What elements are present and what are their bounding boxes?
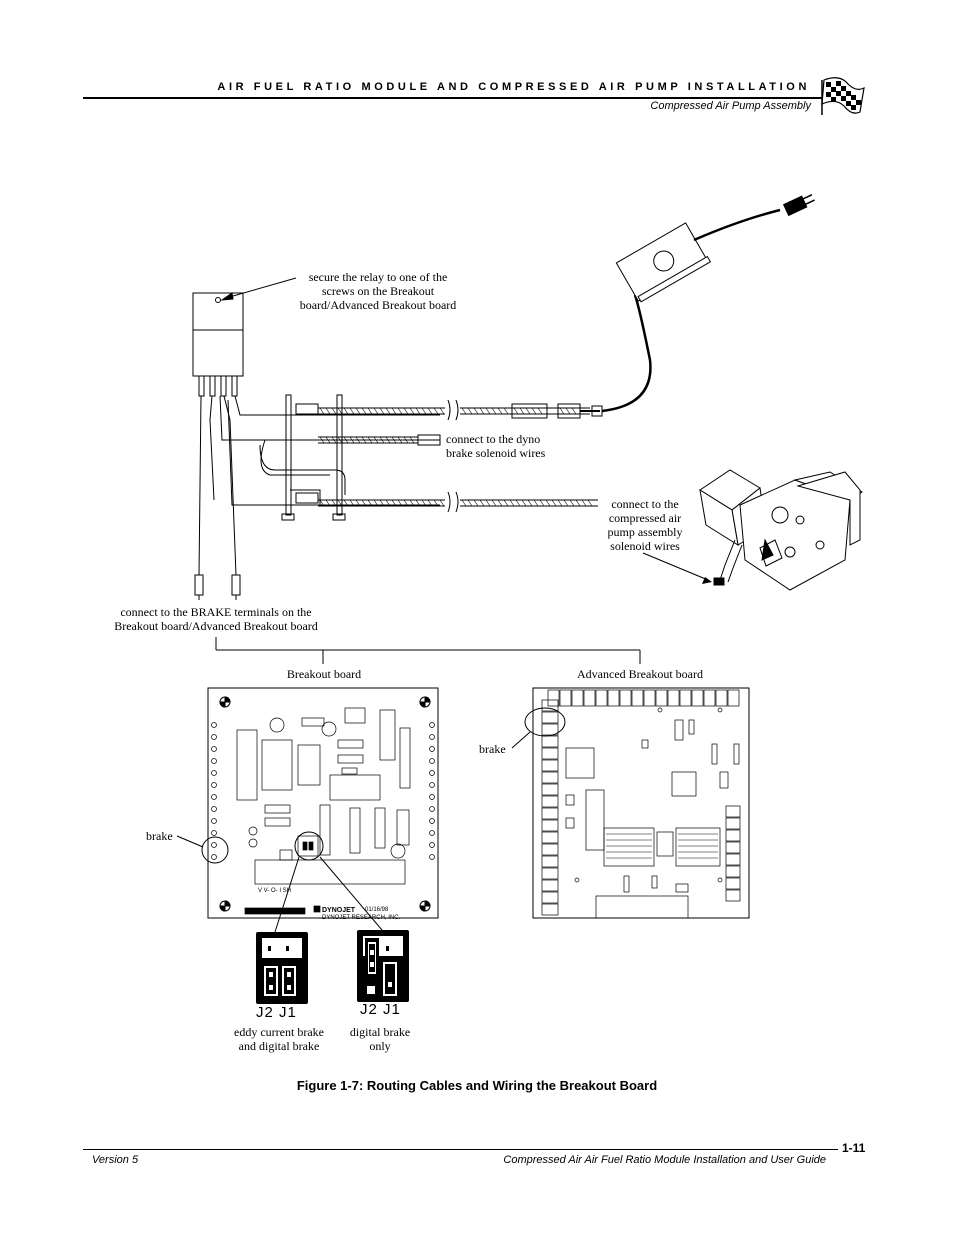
relay-callout: secure the relay to one of the screws on… [299,270,457,312]
footer-guide-title: Compressed Air Air Fuel Ratio Module Ins… [503,1154,826,1166]
footer-rule [83,1149,838,1150]
pump-solenoid-callout: connect to the compressed air pump assem… [607,497,683,553]
breakout-board-label: Breakout board [286,667,362,681]
breakout-silk-footer: DYNOJET RESEARCH, INC. [322,915,401,921]
jumper-label-right: J2 J1 [360,1001,401,1018]
brake-label-breakout: brake [146,829,173,843]
checkered-flag-icon [821,77,865,115]
jumper-desc-right: digital brake only [349,1025,411,1053]
brake-terminals-callout: connect to the BRAKE terminals on the Br… [114,605,318,633]
jumper-label-left: J2 J1 [256,1004,297,1021]
page-number: 1-11 [842,1141,866,1155]
advanced-breakout-board [511,687,750,919]
footer-version: Version 5 [92,1154,139,1166]
header-subtitle: Compressed Air Pump Assembly [650,100,811,112]
jumper-eddy-digital [256,932,308,1004]
header-title: AIR FUEL RATIO MODULE AND COMPRESSED AIR… [217,81,810,93]
jumper-digital-only [357,930,409,1002]
breakout-silk-date: 01/16/98 [365,907,389,913]
dyno-brake-callout: connect to the dyno brake solenoid wires [446,432,546,460]
air-pump-assembly [699,469,863,591]
pressure-switch-box [615,222,712,303]
breakout-silk-brand: DYNOJET [322,907,356,914]
jumper-desc-left: eddy current brake and digital brake [234,1025,324,1053]
brake-label-advanced: brake [479,742,506,756]
plug-icon [782,193,815,217]
breakout-silk-terminals: V V- O- I SH [258,888,291,894]
figure-caption: Figure 1-7: Routing Cables and Wiring th… [296,1078,658,1093]
breakout-board: V V- O- I SH DYNOJET 01/16/98 DYNOJET RE… [176,687,439,933]
header-rule [83,97,823,99]
relay [192,292,244,397]
advanced-breakout-board-label: Advanced Breakout board [577,667,703,681]
